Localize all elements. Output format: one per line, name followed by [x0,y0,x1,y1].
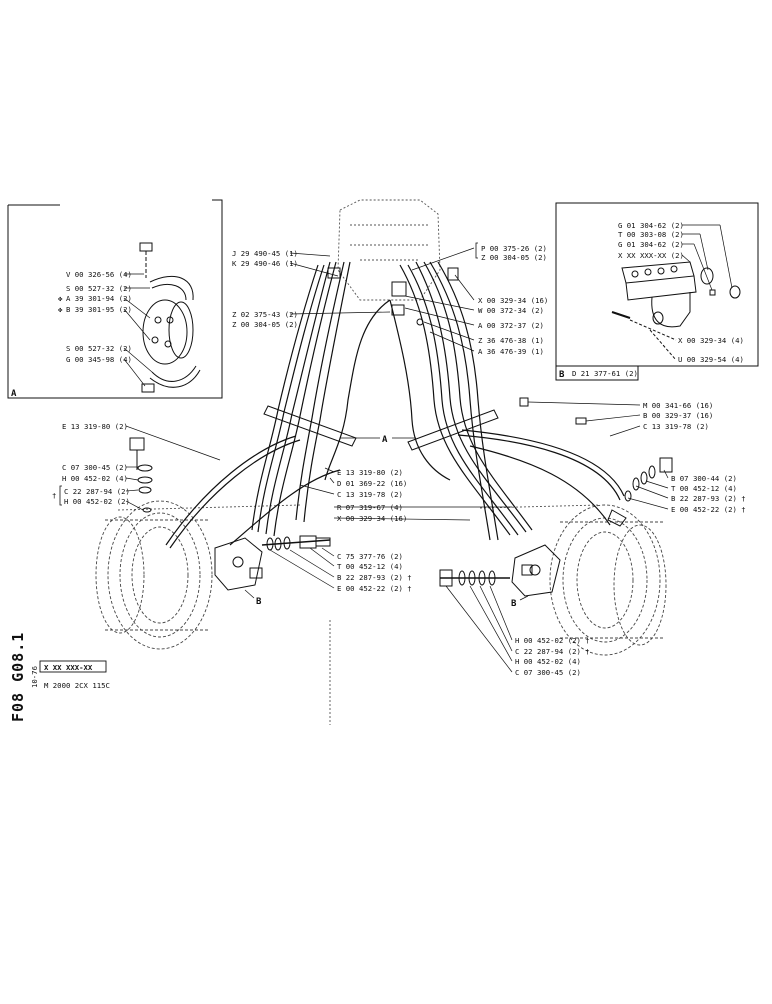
inset-a-drawing [139,242,201,393]
bottom-labels: H 00 452-02 (2) † C 22 287-94 (2) † H 00… [515,636,590,677]
center-label-9: E 00 452-22 (2) † [337,584,412,593]
sheet-date: 10-76 [30,666,39,688]
left-label-4: C 22 287-94 (2) [64,487,130,496]
right-label-7: E 00 452-22 (2) † [671,505,746,514]
inset-a-letter: A [11,389,17,399]
callout-b-right: B [511,599,517,609]
inset-b-letter: B [559,370,565,380]
inset-a-label-4: B 39 301-95 (2) [66,305,132,314]
leader-lines [123,224,733,673]
inset-a-marker-1: ✤ [58,294,63,303]
left-dagger: † [52,491,56,500]
bottom-label-2: C 22 287-94 (2) † [515,647,590,656]
top-left-labels: J 29 490-45 (1) K 29 490-46 (1) Z 02 375… [232,249,298,329]
inset-b-label-1: G 01 304-62 (2) [618,221,684,230]
bottom-label-1: H 00 452-02 (2) † [515,636,590,645]
top-left-label-3: Z 02 375-43 (2) [232,310,298,319]
top-right-label-2: Z 00 304-05 (2) [481,253,547,262]
callout-letters: A B B [256,435,517,609]
right-label-5: T 00 452-12 (4) [671,484,737,493]
inset-b-label-4: X XX XXX-XX (2) [618,251,684,260]
left-wheel [95,500,213,650]
brackets [59,242,478,506]
inset-b-label-2: T 00 303-08 (2) [618,230,684,239]
top-right-labels: P 00 375-26 (2) Z 00 304-05 (2) X 00 329… [478,244,548,356]
right-wheel [549,504,667,656]
right-label-3: C 13 319-78 (2) [643,422,709,431]
top-right-label-3: X 00 329-34 (16) [478,296,548,305]
top-right-label-5: A 00 372-37 (2) [478,321,544,330]
center-labels: E 13 319-80 (2) D 01 369-22 (16) C 13 31… [337,468,412,593]
valve-block-right [439,544,561,597]
left-label-3: H 00 452-02 (4) [62,474,128,483]
inset-b-frame [555,202,759,381]
inset-b-labels: G 01 304-62 (2) T 00 303-08 (2) G 01 304… [559,221,744,380]
top-left-label-1: J 29 490-45 (1) [232,249,298,258]
center-label-3: C 13 319-78 (2) [337,490,403,499]
right-label-6: B 22 287-93 (2) † [671,494,746,503]
hose-clamps [263,405,499,451]
top-left-label-4: Z 00 304-05 (2) [232,320,298,329]
left-label-1: E 13 319-80 (2) [62,422,128,431]
machine-outline [117,199,601,725]
title-block: F08 G08.1 10-76 X XX XXX-XX M 2000 2CX 1… [9,632,110,722]
right-label-2: B 00 329-37 (16) [643,411,713,420]
inset-a-frame [7,199,223,399]
right-label-4: B 07 300-44 (2) [671,474,737,483]
left-fittings [129,437,153,513]
center-label-1: E 13 319-80 (2) [337,468,403,477]
inset-a-label-6: G 00 345-98 (4) [66,355,132,364]
bottom-label-4: C 07 300-45 (2) [515,668,581,677]
center-label-7: T 00 452-12 (4) [337,562,403,571]
inset-a-label-1: V 00 326-56 (4) [66,270,132,279]
callout-b-left: B [256,597,262,607]
sheet-number: F08 G08.1 [9,632,27,722]
right-labels: M 00 341-66 (16) B 00 329-37 (16) C 13 3… [643,401,746,514]
long-hoses [165,429,625,549]
part-number: X XX XXX-XX [44,663,93,672]
top-right-label-4: W 00 372-34 (2) [478,306,544,315]
inset-b-drawing [611,261,741,361]
top-right-label-6: Z 36 476-38 (1) [478,336,544,345]
valve-block-left [214,535,331,591]
right-fittings [519,397,673,527]
right-label-1: M 00 341-66 (16) [643,401,713,410]
left-label-2: C 07 300-45 (2) [62,463,128,472]
center-label-4: R 07 319-67 (4) [337,503,403,512]
center-label-2: D 01 369-22 (16) [337,479,407,488]
inset-a-label-3: A 39 301-94 (2) [66,294,132,303]
part-number-box [39,660,107,673]
center-label-5: X 00 329-34 (16) [337,514,407,523]
left-labels: E 13 319-80 (2) C 07 300-45 (2) H 00 452… [52,422,130,506]
model-name: M 2000 2CX 115C [44,681,110,690]
center-label-8: B 22 287-93 (2) † [337,573,412,582]
callout-a: A [382,435,388,445]
inset-b-label-6: U 00 329-54 (4) [678,355,744,364]
inset-b-label-3: G 01 304-62 (2) [618,240,684,249]
top-left-label-2: K 29 490-46 (1) [232,259,298,268]
top-right-label-1: P 00 375-26 (2) [481,244,547,253]
left-label-5: H 00 452-02 (2) [64,497,130,506]
center-label-6: C 75 377-76 (2) [337,552,403,561]
inset-a-labels: V 00 326-56 (4) S 00 527-32 (2) ✤ A 39 3… [11,270,132,399]
hose-bundle-right [389,261,533,541]
inset-b-label-5: X 00 329-34 (4) [678,336,744,345]
inset-a-label-5: S 00 527-32 (2) [66,344,132,353]
inset-a-marker-2: ✤ [58,305,63,314]
bottom-label-3: H 00 452-02 (4) [515,657,581,666]
inset-b-footer: D 21 377-61 (2) [572,369,638,378]
inset-a-label-2: S 00 527-32 (2) [66,284,132,293]
top-right-label-7: A 36 476-39 (1) [478,347,544,356]
